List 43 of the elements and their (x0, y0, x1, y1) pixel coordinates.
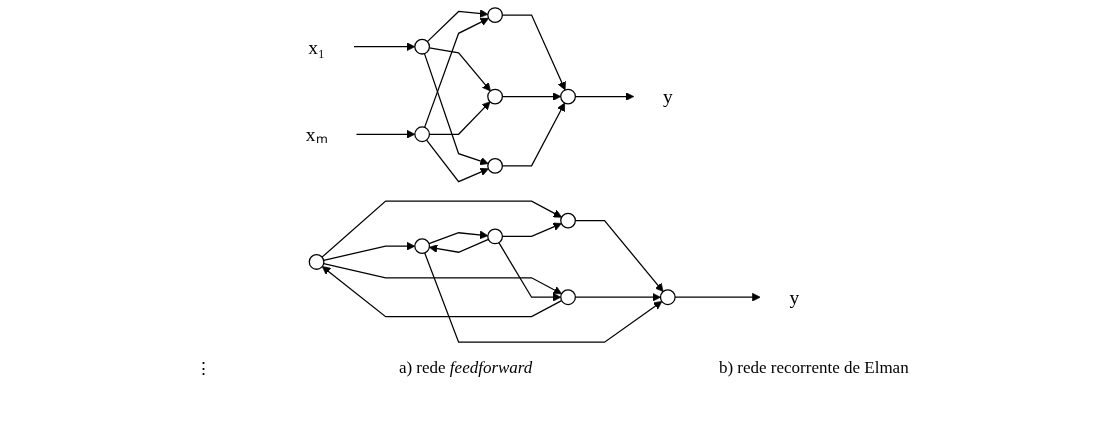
arrow (423, 17, 489, 129)
arrow (428, 47, 491, 92)
arrow (501, 102, 565, 167)
node-text: x₁ (307, 36, 325, 58)
node-circle (486, 7, 503, 23)
node-circle (659, 289, 676, 306)
node-circle (413, 126, 430, 143)
arrow (497, 242, 561, 302)
arrow (574, 219, 664, 292)
node-circle (486, 157, 503, 174)
arrow (352, 42, 415, 51)
node-text: y (662, 85, 673, 108)
arrow (574, 292, 661, 302)
node-circle (413, 238, 430, 255)
arrow (673, 292, 761, 302)
node-circle (413, 38, 430, 55)
arrow (423, 53, 489, 166)
caption-text: ⋮ (195, 358, 213, 379)
node-circle (308, 254, 324, 270)
arrow (501, 92, 561, 101)
arrow (355, 130, 415, 139)
arrow (426, 9, 488, 43)
arrow (320, 200, 562, 258)
arrow (428, 238, 489, 253)
caption-text: b) rede recorrente de Elman (718, 358, 909, 379)
arrow (423, 252, 662, 343)
arrow (321, 266, 562, 318)
node-circle (559, 88, 576, 105)
arrow (501, 14, 566, 91)
node-circle (559, 289, 576, 306)
node-circle (486, 88, 503, 105)
arrow (574, 92, 634, 101)
arrow (427, 230, 488, 245)
arrow (425, 139, 489, 183)
node-text: xₘ (305, 123, 327, 145)
arrow (428, 101, 490, 135)
node-text: y (788, 286, 799, 308)
arrow (322, 262, 562, 295)
arrow (501, 222, 562, 238)
caption-text: a) rede feedforward (398, 358, 533, 379)
node-circle (559, 212, 576, 229)
node-circle (486, 228, 503, 245)
arrow (322, 241, 415, 261)
